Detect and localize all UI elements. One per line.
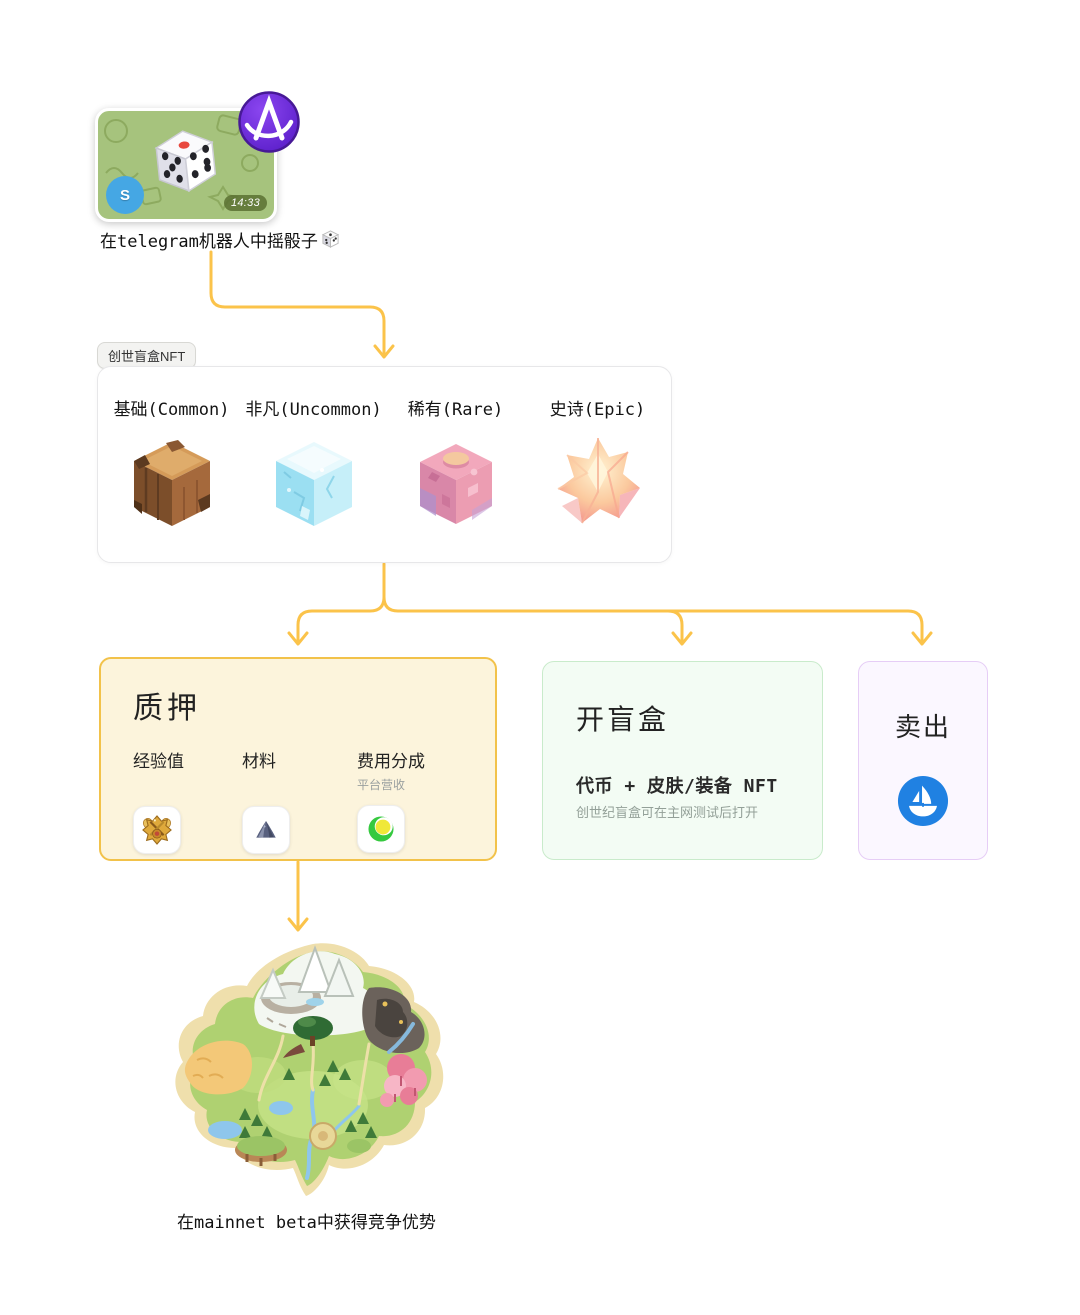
doodle-background [104,114,259,211]
xp-badge-icon [142,815,172,845]
rarity-epic-label: 史诗(Epic) [549,400,646,420]
crystal-cube-icon [557,438,640,524]
pink-stone-cube-icon [419,444,492,524]
dice-emoji-icon [321,230,340,248]
game-map [175,943,444,1196]
staking-material-label: 材料 [242,752,276,771]
opensea-icon [897,775,949,827]
wood-cube-icon [133,440,210,526]
staking-fee-label: 费用分成 [357,752,425,771]
genesis-box-tag: 创世盲盒NFT [97,342,197,369]
staking-title: 质押 [133,692,201,725]
sender-avatar: S [106,176,144,214]
sell-title: 卖出 [894,712,951,742]
rarity-epic: 史诗(Epic) [542,395,654,562]
step1-caption: 在telegram机器人中摇骰子 [100,227,340,252]
app-logo [238,91,300,153]
footer-caption: 在mainnet beta中获得竞争优势 [177,1213,436,1233]
open-box-title: 开盲盒 [576,704,670,735]
staking-item-material: 材料 [242,747,290,854]
staking-xp-label: 经验值 [133,752,184,771]
dice-icon [154,130,217,193]
staking-item-fee: 费用分成 平台营收 [357,747,425,853]
rarity-uncommon-label: 非凡(Uncommon) [245,400,382,420]
staking-item-xp: 经验值 [133,747,184,854]
rarity-rare-label: 稀有(Rare) [407,400,504,420]
open-box-rewards: 代币 + 皮肤/装备 NFT [576,776,778,797]
open-box-panel: 开盲盒 代币 + 皮肤/装备 NFT 创世纪盲盒可在主网测试后打开 [542,661,823,860]
rarity-uncommon: 非凡(Uncommon) [245,395,382,562]
staking-fee-sublabel: 平台营收 [357,778,406,792]
rarity-common: 基础(Common) [113,395,230,562]
rarity-common-label: 基础(Common) [113,400,230,420]
staking-panel: 质押 经验值 材料 [99,657,497,861]
genesis-box-panel: 基础(Common) 非凡(Uncommon) [97,366,672,563]
material-ore-icon [256,820,276,838]
rarity-rare: 稀有(Rare) [400,395,512,562]
ice-cube-icon [275,442,352,526]
step1-caption-text: 在telegram机器人中摇骰子 [100,232,318,252]
message-timestamp: 14:33 [223,195,267,211]
fee-share-icon [368,816,394,842]
open-box-note: 创世纪盲盒可在主网测试后打开 [576,805,759,820]
sell-panel: 卖出 [858,661,988,860]
